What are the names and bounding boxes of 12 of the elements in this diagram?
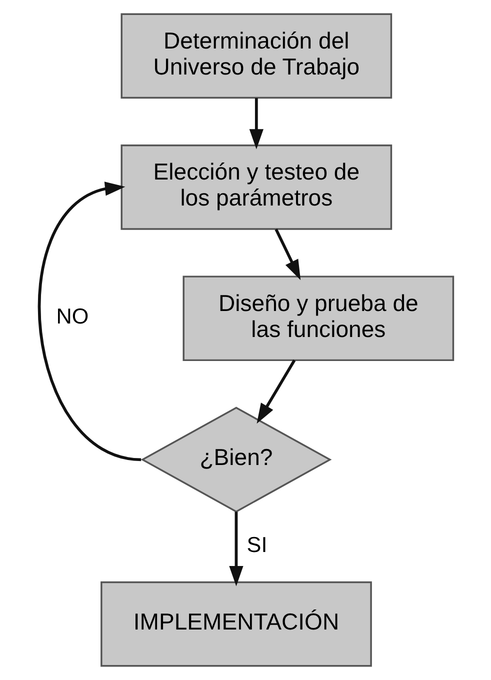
- edge-label: SI: [246, 532, 267, 557]
- node-box: IMPLEMENTACIÓN: [100, 581, 372, 667]
- arrow: [248, 98, 263, 150]
- node-box: Diseño y prueba de las funciones: [182, 276, 454, 362]
- node-diamond: ¿Bien?: [140, 406, 332, 513]
- arrow: [274, 228, 300, 280]
- arrow: [256, 360, 296, 424]
- arrow: [228, 512, 243, 586]
- node-box: Determinación del Universo de Trabajo: [120, 13, 392, 99]
- node-box: Elección y testeo de los parámetros: [120, 144, 392, 230]
- arrow: [37, 182, 141, 462]
- edge-label: NO: [56, 303, 88, 328]
